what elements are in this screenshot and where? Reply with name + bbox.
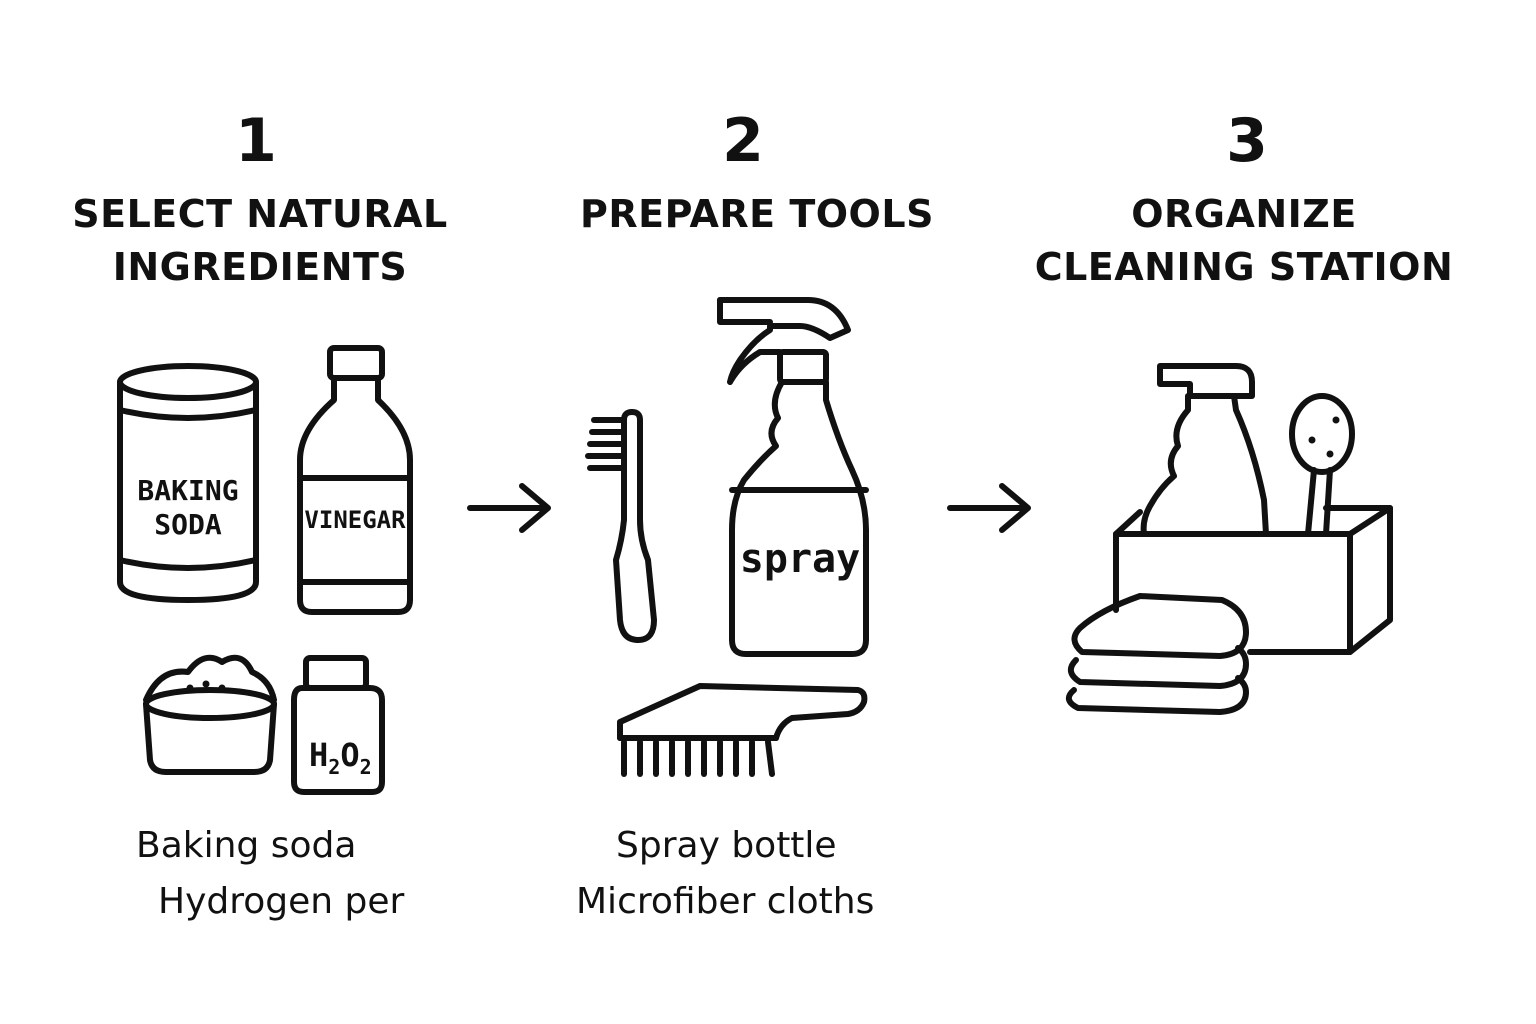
can-label-line-1: BAKING [137,474,238,507]
step-3-number: 3 [1226,106,1268,176]
step-3-title-line-1: ORGANIZE [1131,192,1357,236]
step-1-caption-line-2: Hydrogen per [158,881,405,922]
caddy-spray-bottle-icon [1140,363,1269,537]
spray-bottle-icon: spray [717,297,869,657]
step-1-title-line-2: INGREDIENTS [112,245,408,289]
bottle-label: VINEGAR [304,506,406,534]
h2o2-label: H2O2 [309,736,372,779]
cleaning-caddy-icon [1113,505,1393,655]
step-1-title: SELECT NATURAL INGREDIENTS [60,188,460,294]
folded-cloths-icon [1065,593,1249,715]
hydrogen-peroxide-bottle-icon: H2O2 [291,655,385,795]
step-2-caption-line-1: Spray bottle [616,825,837,866]
step-2-caption-line-2: Microfiber cloths [576,881,875,922]
step-2-title: PREPARE TOOLS [557,188,957,241]
step-3-title: ORGANIZE CLEANING STATION [1024,188,1464,294]
step-2-title-line-1: PREPARE TOOLS [580,192,934,236]
can-label-line-2: SODA [154,508,222,541]
step-2-number: 2 [722,106,764,176]
vinegar-bottle-icon: VINEGAR [297,345,413,615]
arrow-right-icon [467,483,551,533]
scrub-spoon-icon [1289,393,1355,537]
arrow-right-icon [947,483,1031,533]
step-3-title-line-2: CLEANING STATION [1034,245,1454,289]
baking-soda-can-icon: BAKING SODA [117,363,259,603]
scrub-brush-icon [617,683,868,777]
toothbrush-icon [585,409,657,643]
spray-label: spray [740,536,860,582]
step-1-number: 1 [235,106,277,176]
step-1-title-line-1: SELECT NATURAL [72,192,448,236]
step-1-caption-line-1: Baking soda [136,825,357,866]
powder-bowl-icon [143,654,277,775]
